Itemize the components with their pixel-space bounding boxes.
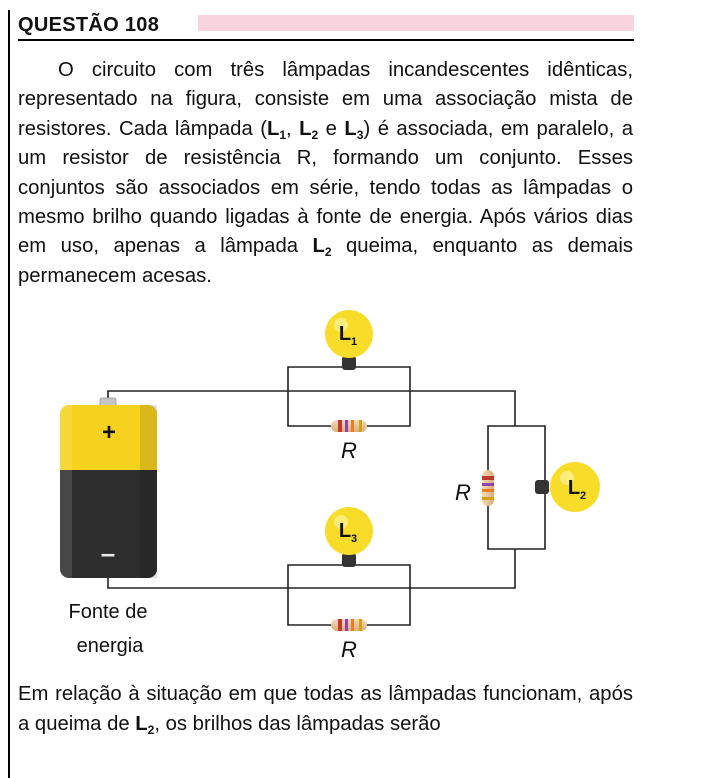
header-band — [198, 15, 634, 31]
paragraph-text-2: ) é associada, em paralelo, a um resisto… — [18, 117, 634, 258]
resistor-top-icon — [331, 420, 367, 432]
resistor-bottom-icon — [331, 619, 367, 631]
source-label-line2: energia — [77, 635, 145, 657]
lamp-l3-icon: L3 — [325, 507, 373, 567]
battery-plus-sign: + — [102, 419, 116, 446]
battery-minus-sign: – — [101, 538, 115, 568]
source-label-line1: Fonte de — [69, 601, 148, 623]
question-paragraph: O circuito com três lâmpadas incandescen… — [18, 59, 634, 287]
resistor-top-label: R — [341, 438, 357, 463]
header-underline — [18, 39, 634, 41]
resistor-middle-label: R — [455, 480, 471, 505]
paragraph-text-3: queima, enquanto as demais permanecem ac… — [18, 235, 633, 287]
svg-text:L1: L1 — [339, 323, 357, 348]
circuit-wires — [107, 366, 546, 626]
lamp-ref-3: L3 — [344, 117, 364, 142]
lamp-l2-icon: L2 — [535, 462, 600, 512]
resistor-bottom-label: R — [341, 637, 357, 662]
svg-text:L3: L3 — [339, 520, 357, 545]
left-margin-rule — [8, 10, 10, 778]
svg-text:L2: L2 — [568, 477, 586, 502]
lamp-ref-burned: L2 — [312, 235, 332, 260]
resistor-middle-icon — [482, 470, 494, 506]
question-title: QUESTÃO 108 — [18, 12, 168, 38]
lamp-l1-icon: L1 — [325, 310, 373, 370]
circuit-figure: + – Fonte de energia L1 L3 L2 R — [60, 310, 600, 662]
battery-icon: + – — [60, 397, 157, 578]
stem-text-2: , os brilhos das lâmpadas serão — [154, 712, 441, 735]
stem-text-1: Em relação à situação em que todas as lâ… — [18, 683, 633, 735]
stem-lamp-ref: L2 — [135, 712, 155, 737]
paragraph-text-1: O circuito com três lâmpadas incandescen… — [18, 59, 633, 140]
lamp-ref-1: L1 — [266, 117, 287, 142]
question-header: QUESTÃO 108 — [18, 12, 634, 42]
question-stem: Em relação à situação em que todas as lâ… — [18, 680, 633, 739]
lamp-ref-2: L2 — [299, 117, 319, 142]
